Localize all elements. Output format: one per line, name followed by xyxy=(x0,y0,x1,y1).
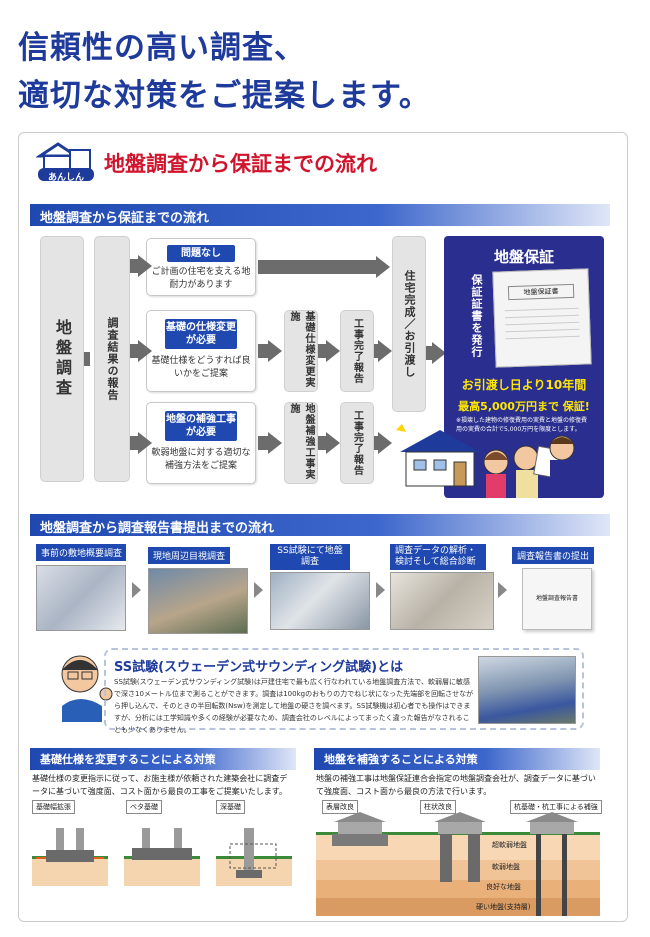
step-photo xyxy=(390,572,494,630)
arrow xyxy=(130,344,140,358)
arrow xyxy=(130,436,140,450)
ss-test-body: SS試験(スウェーデン式サウンディング試験)は戸建住宅で最も広く行なわれている地… xyxy=(114,678,474,734)
soil-layer-label: 軟弱地盤 xyxy=(492,863,520,871)
guarantee-term: お引渡し日より10年間 xyxy=(461,378,587,392)
step-photo xyxy=(36,565,126,631)
step-label: 調査報告書の提出 xyxy=(512,547,595,564)
step-label: 調査データの解析・検討そして総合診断 xyxy=(390,544,486,570)
soil-layer-label: 超軟弱地盤 xyxy=(492,841,527,849)
arrow xyxy=(130,259,140,273)
flow-section-bar: 地盤調査から保証までの流れ xyxy=(30,204,610,226)
completion-report-box-2: 工事完了報告 xyxy=(340,402,374,484)
survey-box: 地盤調査 xyxy=(40,236,84,482)
soil-layer-label: 良好な地盤 xyxy=(486,883,521,891)
arrow-head xyxy=(326,432,340,454)
report-section-bar: 地盤調査から調査報告書提出までの流れ xyxy=(30,514,610,536)
completion-report-label: 工事完了報告 xyxy=(351,410,363,476)
certificate-title: 地盤保証書 xyxy=(507,283,575,301)
arrow xyxy=(318,436,328,450)
arrow-head xyxy=(378,340,392,362)
case-label: 地盤の補強工事が必要 xyxy=(165,411,237,441)
reinforce-type-label: 表層改良 xyxy=(322,800,358,814)
man-illustration xyxy=(52,650,116,722)
foundation-type-label: 深基礎 xyxy=(216,800,245,814)
reinforce-section-body: 地盤の補強工事は地盤保証連合会指定の地盤調査会社が、調査データに基づいて強度面、… xyxy=(316,774,596,796)
certificate-image: 地盤保証書 xyxy=(492,268,592,368)
step-label: 現地周辺目視調査 xyxy=(148,547,231,564)
panel-title: 地盤調査から保証までの流れ xyxy=(104,152,377,176)
step-label: 事前の敷地概要調査 xyxy=(36,544,126,561)
step-arrow-icon xyxy=(498,582,507,598)
foundation-impl-label: 基礎仕様変更実施 xyxy=(288,311,314,388)
arrow-head xyxy=(326,340,340,362)
guarantee-max: 最高5,000万円まで 保証! xyxy=(458,400,590,413)
foundation-section-bar: 基礎仕様を変更することによる対策 xyxy=(30,748,296,770)
reinforce-impl-box: 地盤補強工事実施 xyxy=(284,402,318,484)
arrow xyxy=(84,352,90,366)
guarantee-title: 地盤保証 xyxy=(493,248,554,266)
case-desc: 基礎仕様をどうすれば良いかをご提案 xyxy=(151,356,251,379)
case-desc: ご計画の住宅を支える地耐力があります xyxy=(151,267,251,290)
step-site-overview: 事前の敷地概要調査 xyxy=(36,544,126,636)
step-photo xyxy=(270,572,370,630)
case-label: 問題なし xyxy=(167,245,235,262)
foundation-type-label: 基礎幅拡張 xyxy=(32,800,75,814)
arrow-head xyxy=(268,432,282,454)
report-document-image: 地盤調査報告書 xyxy=(522,568,592,630)
arrow-head xyxy=(138,255,152,277)
certificate-issue-label: 保証証書を発行 xyxy=(470,274,483,358)
completion-report-box-1: 工事完了報告 xyxy=(340,310,374,392)
anshin-badge: あんしん xyxy=(47,173,84,183)
arrow xyxy=(374,344,380,358)
step-visual-inspection: 現地周辺目視調査 xyxy=(148,544,248,636)
arrow xyxy=(426,346,434,360)
step-arrow-icon xyxy=(376,582,385,598)
step-data-analysis: 調査データの解析・検討そして総合診断 xyxy=(390,544,494,636)
foundation-section-body: 基礎仕様の変更指示に従って、お施主様が依頼された建築会社に調査データに基づいて強… xyxy=(32,774,288,796)
foundation-impl-box: 基礎仕様変更実施 xyxy=(284,310,318,392)
arrow-head xyxy=(376,256,390,278)
report-label: 調査結果の報告 xyxy=(106,317,119,401)
arrow-head xyxy=(378,432,392,454)
arrow-head xyxy=(432,342,446,364)
arrow xyxy=(318,344,328,358)
house-complete-box: 住宅完成／お引渡し xyxy=(392,236,426,412)
step-label: SS試験にて地盤調査 xyxy=(270,544,350,570)
reinforce-impl-label: 地盤補強工事実施 xyxy=(288,403,314,480)
ss-test-box xyxy=(104,648,584,730)
guarantee-note: ※損壊した建物の修復費用の実費と地盤の修復費用の実費の合計で5,000万円を限度… xyxy=(456,417,588,433)
step-arrow-icon xyxy=(254,582,263,598)
step-photo xyxy=(148,568,248,634)
house-complete-label: 住宅完成／お引渡し xyxy=(403,270,416,378)
survey-label: 地盤調査 xyxy=(53,319,72,399)
house-family-illustration xyxy=(396,422,580,500)
arrow xyxy=(258,260,378,274)
step-ss-test: SS試験にて地盤調査 xyxy=(270,544,370,636)
case-foundation-change: 基礎の仕様変更が必要 基礎仕様をどうすれば良いかをご提案 xyxy=(146,310,256,392)
arrow-head xyxy=(268,340,282,362)
reinforce-type-label: 柱状改良 xyxy=(420,800,456,814)
headline-line1: 信頼性の高い調査、 xyxy=(18,30,306,66)
step-report-submission: 調査報告書の提出 地盤調査報告書 xyxy=(512,544,606,636)
headline-line2: 適切な対策をご提案します。 xyxy=(18,78,431,114)
completion-report-label: 工事完了報告 xyxy=(351,318,363,384)
reinforce-diagram xyxy=(316,812,600,916)
house-icon xyxy=(35,138,96,182)
case-no-problem: 問題なし ご計画の住宅を支える地耐力があります xyxy=(146,238,256,296)
case-reinforcement: 地盤の補強工事が必要 軟弱地盤に対する適切な補強方法をご提案 xyxy=(146,402,256,484)
step-arrow-icon xyxy=(132,582,141,598)
report-box: 調査結果の報告 xyxy=(94,236,130,482)
case-desc: 軟弱地盤に対する適切な補強方法をご提案 xyxy=(151,448,251,471)
arrow xyxy=(374,436,380,450)
soil-layer-label: 硬い地盤(支持層) xyxy=(476,903,531,911)
case-label: 基礎の仕様変更が必要 xyxy=(165,319,237,349)
ss-test-title: SS試験(スウェーデン式サウンディング試験)とは xyxy=(114,660,404,675)
foundation-diagrams xyxy=(32,814,298,890)
ss-test-photo xyxy=(478,656,576,724)
arrow-head xyxy=(138,432,152,454)
reinforce-section-bar: 地盤を補強することによる対策 xyxy=(314,748,600,770)
foundation-type-label: ベタ基礎 xyxy=(126,800,162,814)
arrow-head xyxy=(138,340,152,362)
